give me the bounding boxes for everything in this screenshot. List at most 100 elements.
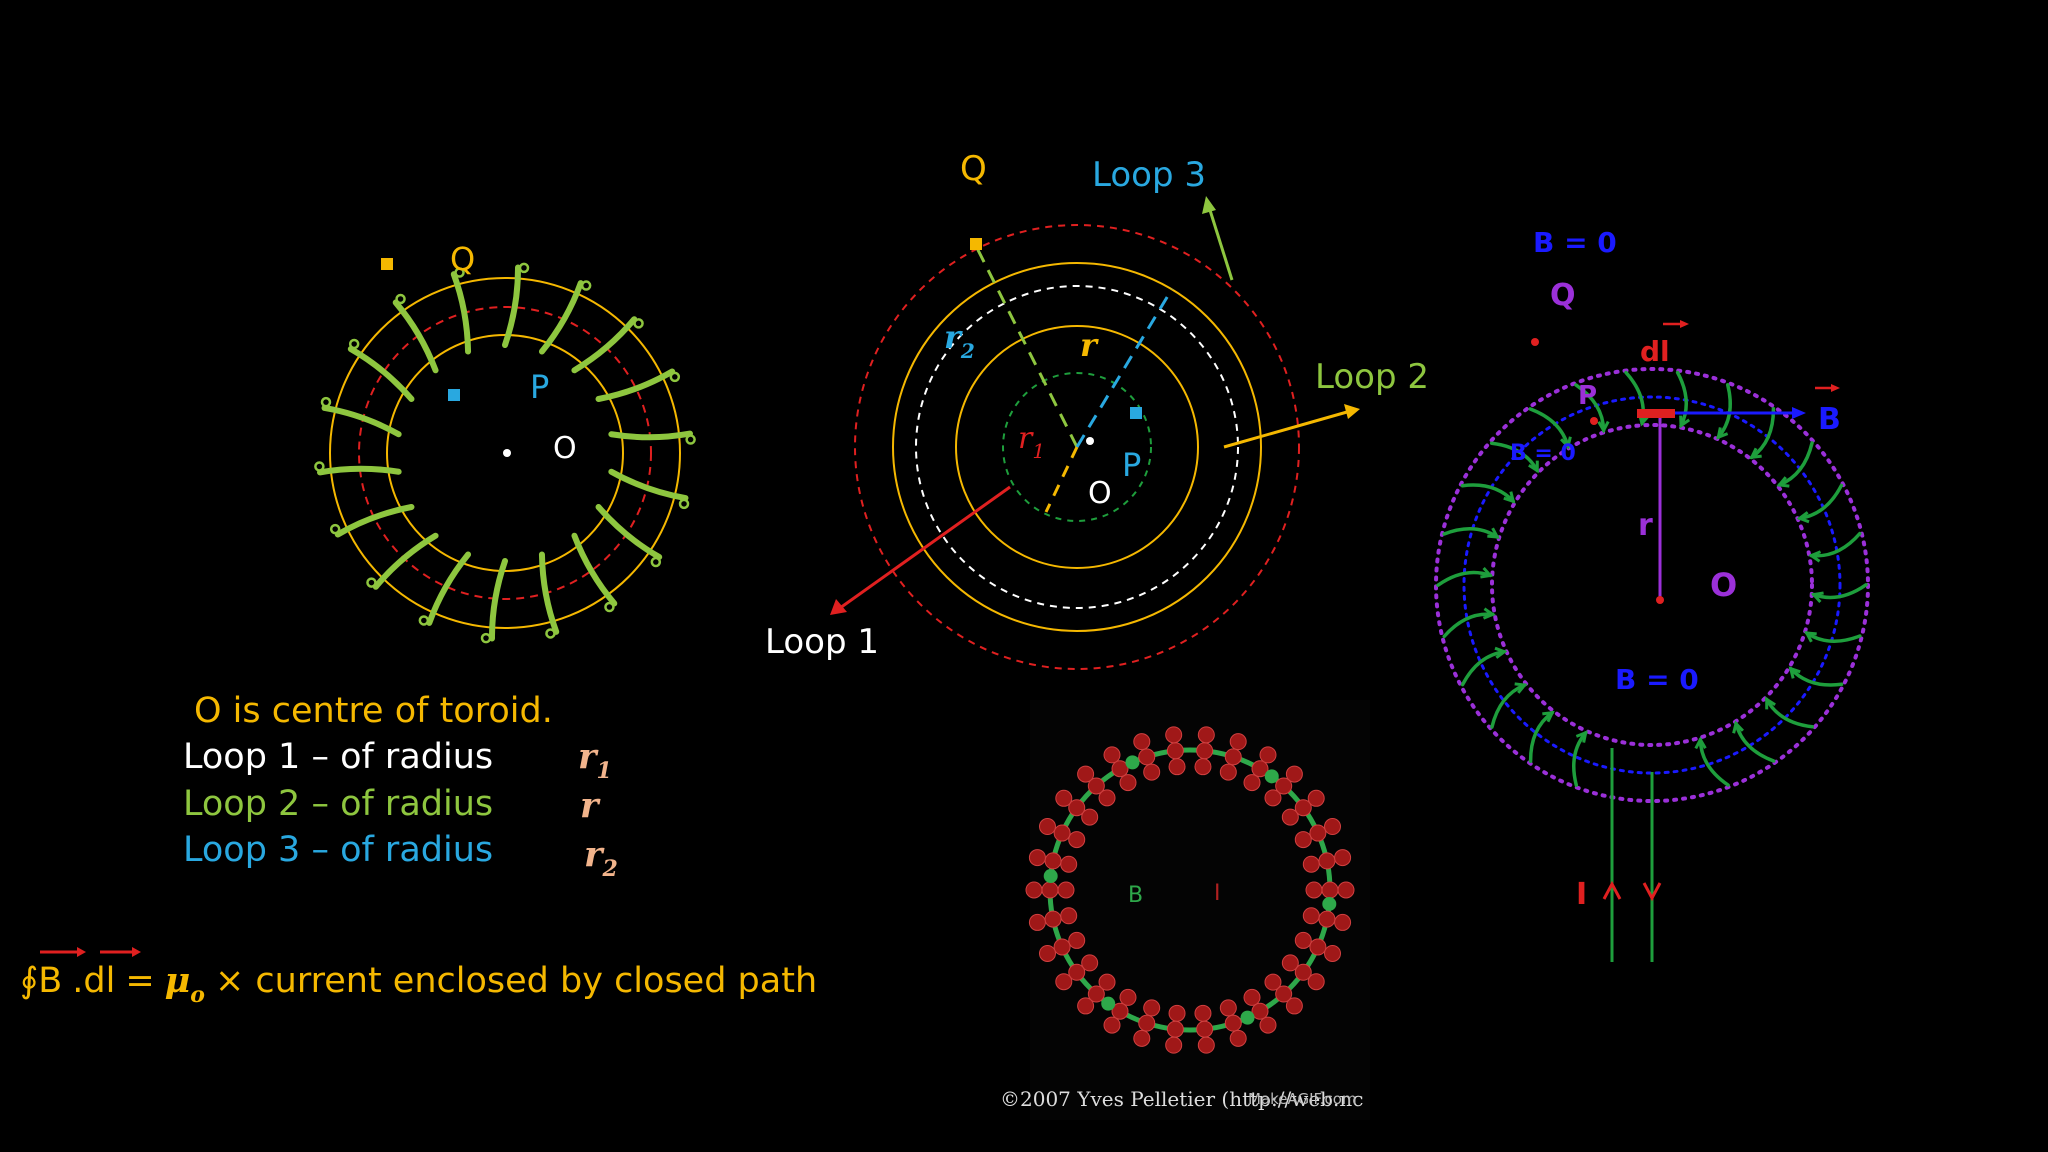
winding-strand (450, 271, 472, 355)
winding-hook (633, 318, 644, 329)
field-winding-arrowhead (1776, 476, 1790, 488)
label-o-right: O (1710, 566, 1737, 604)
field-winding-arrow (1797, 483, 1844, 521)
winding-hook (545, 628, 556, 639)
coil-segment (1196, 742, 1214, 760)
field-winding-arrowhead (1694, 736, 1707, 750)
dl-vector-arrow-head (1680, 320, 1689, 328)
coil-segment (1041, 881, 1059, 899)
field-winding-arrow (1489, 441, 1540, 473)
coil-segment (1055, 789, 1073, 807)
coil-segment (1133, 733, 1151, 751)
winding-hook (580, 280, 592, 291)
toroid-outer-ring-mid (892, 262, 1262, 632)
coil-segment (1068, 831, 1086, 849)
winding-hook (395, 293, 406, 305)
field-winding-arrowhead (1482, 607, 1496, 620)
loop1-arrow-head (830, 599, 847, 615)
label-b-right: B (1818, 402, 1841, 437)
current-up-arrow (1602, 880, 1622, 900)
coil-segment (1077, 997, 1095, 1015)
winding-strand (321, 404, 402, 438)
coil-segment (1194, 1004, 1212, 1022)
winding-hook (669, 371, 681, 383)
coil-segment (1318, 910, 1336, 928)
coil-segment (1165, 726, 1183, 744)
coil-segment (1111, 760, 1129, 778)
toroid-inner-ring-mid (955, 325, 1199, 569)
coil-segment (1081, 808, 1099, 826)
coil-segment (1143, 999, 1161, 1017)
animation-coils (1025, 726, 1355, 1054)
label-b0-inner: B = 0 (1510, 441, 1576, 466)
coil-segment (1302, 907, 1320, 925)
label-dl: dl (1640, 335, 1670, 368)
field-winding-arrowhead (1494, 646, 1508, 659)
loop2-arrow-head (1344, 404, 1360, 419)
coil-segment (1098, 973, 1116, 991)
coil-segment (1264, 973, 1282, 991)
field-winding-arrow (1528, 710, 1554, 763)
coil-segment (1309, 938, 1327, 956)
field-marker (1125, 755, 1140, 770)
winding-hook (348, 338, 360, 350)
label-q-right: Q (1550, 278, 1576, 313)
point-p-dot (1590, 417, 1598, 425)
point-q-marker-mid (970, 238, 982, 250)
coil-segment (1285, 997, 1303, 1015)
coil-segment (1281, 954, 1299, 972)
coil-segment (1229, 1029, 1247, 1047)
field-winding-arrow (1528, 407, 1570, 449)
coil-segment (1103, 746, 1121, 764)
coil-segment (1264, 789, 1282, 807)
coil-segment (1285, 765, 1303, 783)
coil-segment (1119, 988, 1137, 1006)
winding-hook (685, 434, 696, 445)
point-p-marker-mid (1130, 407, 1142, 419)
label-o-mid: O (1088, 476, 1112, 511)
legend: O is centre of toroid. Loop 1 – of radiu… (183, 691, 618, 882)
label-loop1: Loop 1 (765, 622, 879, 662)
right-field-diagram: B = 0 Q dl P B B = 0 r O B = 0 I (1434, 226, 1870, 962)
field-winding-arrow (1804, 631, 1862, 643)
coil-segment (1324, 818, 1342, 836)
field-winding-arrowhead (1804, 631, 1817, 643)
field-winding-arrowhead (1514, 682, 1528, 694)
field-winding-arrow (1442, 612, 1495, 639)
coil-segment (1334, 849, 1352, 867)
coil-segment (1068, 931, 1086, 949)
coil-segment (1294, 931, 1312, 949)
toroid-inner-ring (386, 334, 624, 572)
embedded-animation: B I ©2007 Yves Pelletier (http://web.nc … (1000, 700, 1370, 1120)
label-q: Q (450, 240, 475, 278)
winding-strand (426, 551, 472, 626)
toroid-mean-circle (358, 306, 652, 600)
winding-hook (604, 601, 615, 613)
coil-segment (1324, 944, 1342, 962)
coil-segment (1044, 852, 1062, 870)
coil-segment (1133, 1029, 1151, 1047)
coil-segment (1053, 938, 1071, 956)
coil-segment (1111, 1002, 1129, 1020)
coil-segment (1305, 881, 1323, 899)
coil-segment (1309, 824, 1327, 842)
winding-hook (678, 498, 690, 510)
coil-segment (1259, 746, 1277, 764)
field-winding-arrowhead (1796, 511, 1810, 524)
coil-segment (1275, 777, 1293, 795)
coil-segment (1197, 1036, 1215, 1054)
field-winding-arrowhead (1560, 436, 1572, 450)
coil-segment (1294, 799, 1312, 817)
label-p-mid: P (1122, 446, 1141, 484)
field-winding-arrow (1574, 383, 1606, 433)
field-winding-arrow (1777, 441, 1814, 487)
coil-segment (1055, 973, 1073, 991)
coil-segment (1138, 748, 1156, 766)
label-b0-top: B = 0 (1533, 226, 1617, 259)
coil-segment (1197, 726, 1215, 744)
b-vector-bar-head (77, 947, 86, 957)
coil-segment (1224, 748, 1242, 766)
field-winding-arrowhead (1487, 527, 1500, 539)
coil-segment (1081, 954, 1099, 972)
loop3-circle (854, 224, 1300, 670)
